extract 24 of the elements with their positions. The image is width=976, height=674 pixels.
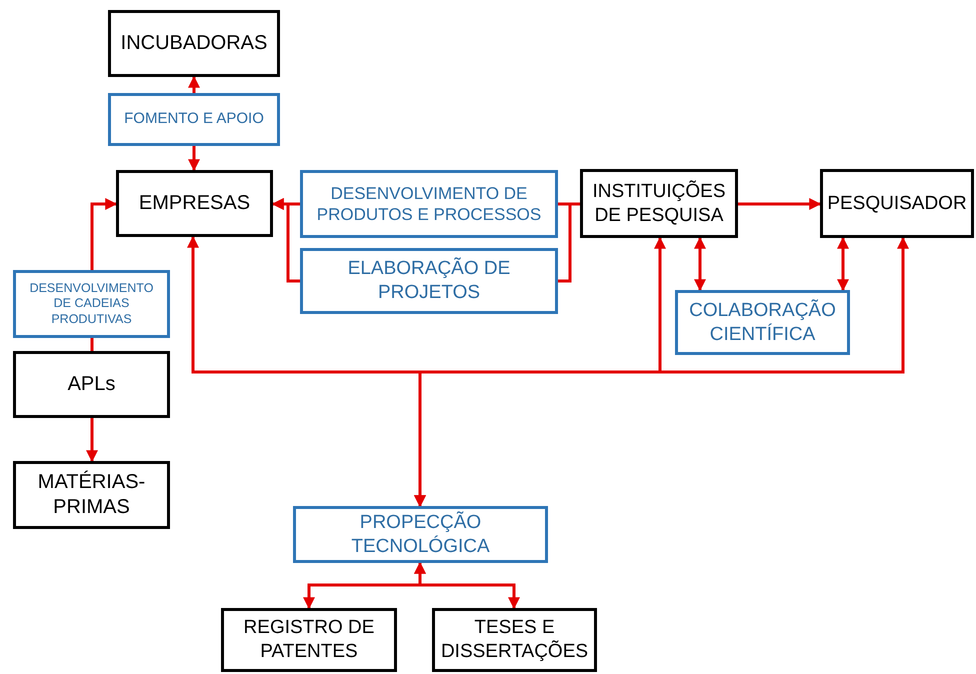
arrow [694, 236, 706, 292]
entity-box: EMPRESAS [116, 170, 273, 237]
entity-box: INSTITUIÇÕES DE PESQUISA [580, 169, 738, 238]
arrow [188, 76, 200, 93]
entity-box: APLs [13, 351, 170, 418]
activity-box: ELABORAÇÃO DE PROJETOS [300, 248, 558, 314]
entity-box: PESQUISADOR [820, 169, 974, 238]
arrow [837, 236, 849, 292]
entity-box: INCUBADORAS [108, 10, 280, 77]
arrow [272, 198, 300, 282]
arrow [414, 562, 520, 610]
entity-box: MATÉRIAS-PRIMAS [13, 461, 170, 529]
activity-box: COLABORAÇÃO CIENTÍFICA [675, 290, 850, 355]
entity-box: REGISTRO DE PATENTES [221, 608, 397, 672]
arrow [188, 146, 200, 172]
arrow [414, 236, 909, 508]
activity-box: PROPECÇÃO TECNOLÓGICA [293, 506, 548, 563]
activity-box: FOMENTO E APOIO [108, 93, 280, 146]
activity-box: DESENVOLVIMENTO DE PRODUTOS E PROCESSOS [300, 170, 558, 238]
arrow [90, 198, 118, 270]
activity-box: DESENVOLVIMENTO DE CADEIAS PRODUTIVAS [13, 270, 170, 338]
entity-box: TESES E DISSERTAÇÕES [432, 608, 597, 672]
arrow [86, 418, 98, 462]
arrow [738, 198, 822, 210]
